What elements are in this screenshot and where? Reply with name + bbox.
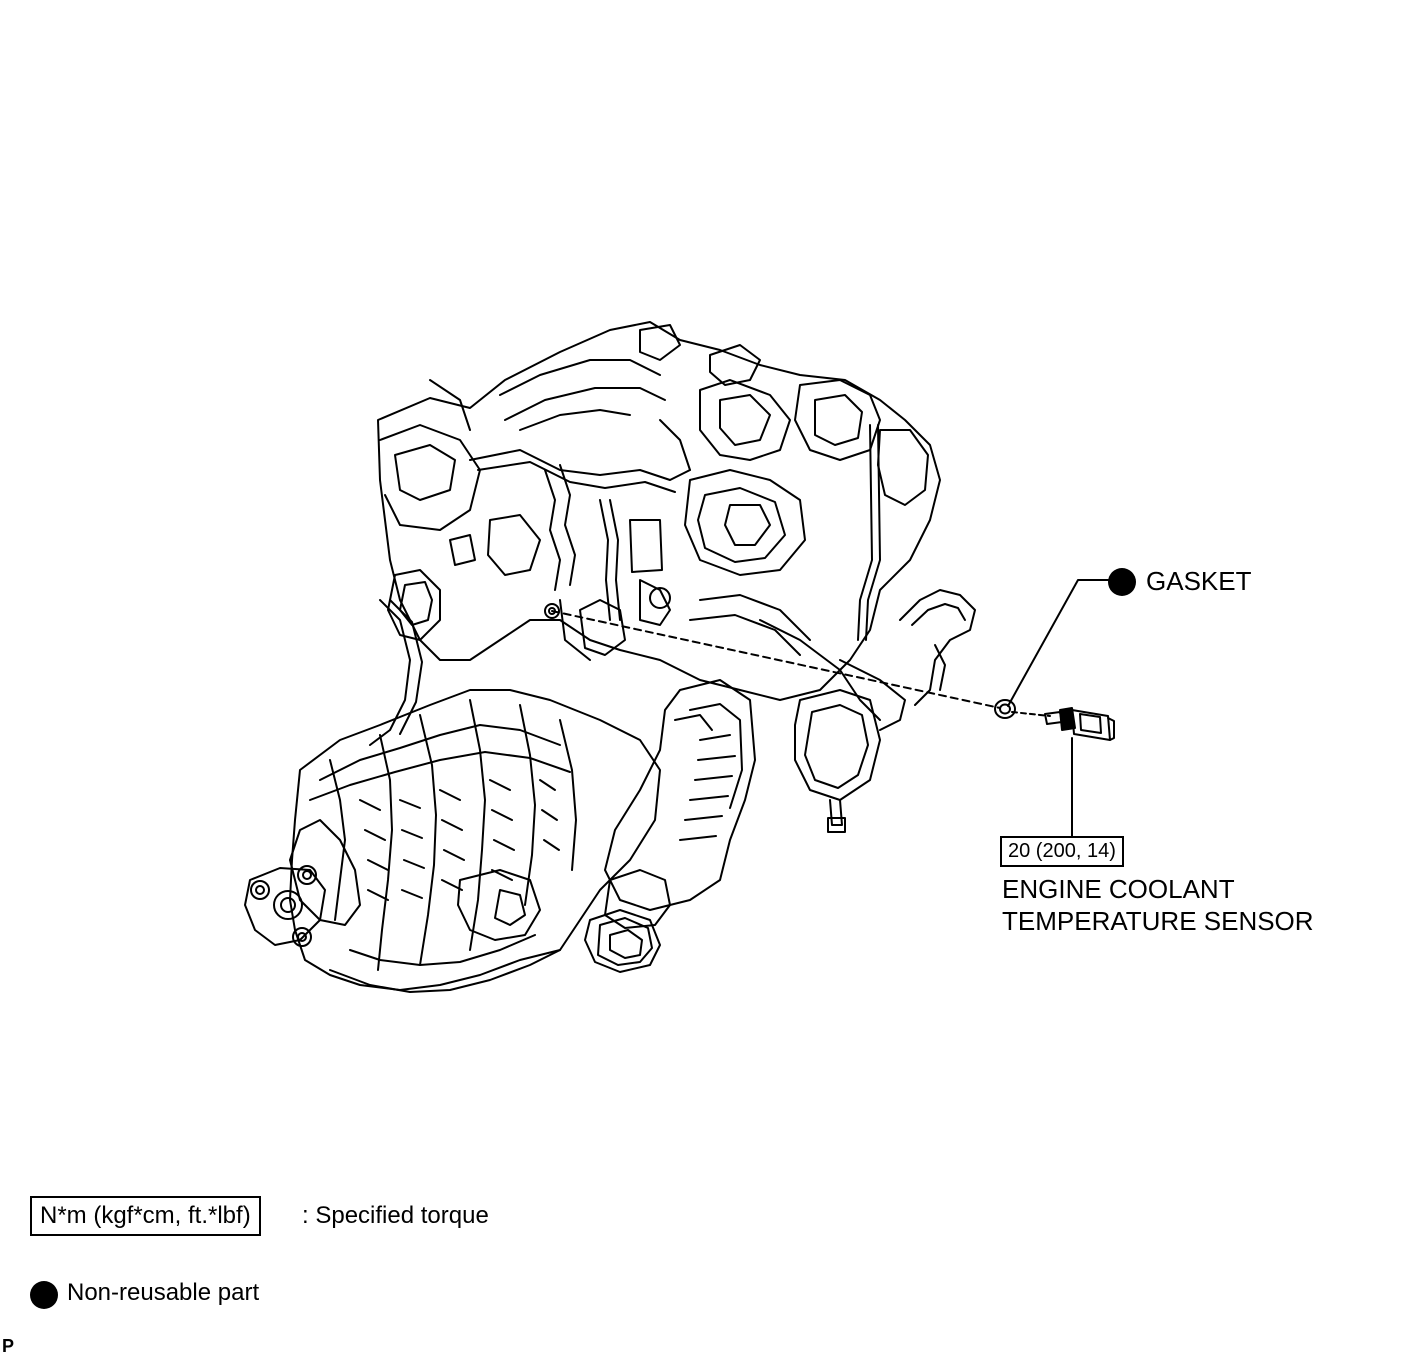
- sensor-name-line2: TEMPERATURE SENSOR: [1002, 906, 1314, 936]
- corner-mark: P: [2, 1336, 15, 1356]
- sensor-name-line1: ENGINE COOLANT: [1002, 874, 1235, 904]
- legend-nonreusable-description: Non-reusable part: [67, 1279, 260, 1306]
- coolant-temperature-sensor-part: [1044, 707, 1115, 741]
- legend-torque-box: N*m (kgf*cm, ft.*lbf): [30, 1196, 261, 1236]
- engine-upper-block: [377, 321, 941, 701]
- legend-torque-description: : Specified torque: [302, 1202, 489, 1229]
- gasket-label: GASKET: [1146, 566, 1252, 596]
- sensor-torque-box: 20 (200, 14): [1000, 836, 1124, 867]
- callout-leaders: [544, 579, 1109, 837]
- transmission: [244, 599, 661, 993]
- gasket-nonreusable-dot: [1108, 568, 1136, 596]
- legend-nonreusable-dot: [30, 1281, 58, 1309]
- gasket-part: [994, 699, 1016, 719]
- legend-torque-units: N*m (kgf*cm, ft.*lbf): [40, 1202, 251, 1229]
- catalytic-converter: [584, 679, 756, 973]
- exhaust-and-harness: [759, 589, 976, 833]
- sensor-torque-value: 20 (200, 14): [1008, 840, 1116, 862]
